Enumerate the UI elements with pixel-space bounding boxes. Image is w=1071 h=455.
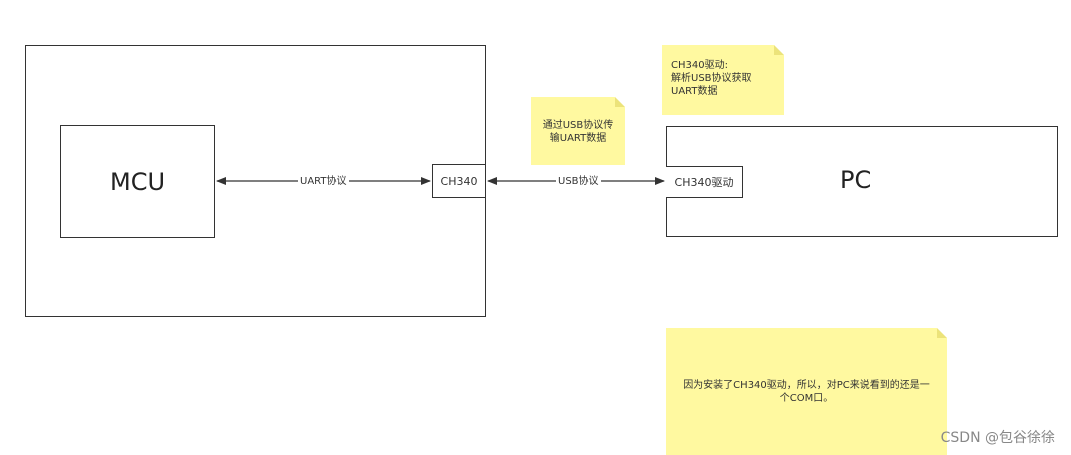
driver-note: CH340驱动: 解析USB协议获取 UART数据 <box>662 45 784 115</box>
driver-note-line: 解析USB协议获取 <box>671 73 752 84</box>
pc-label: PC <box>840 166 872 194</box>
driver-note-line: CH340驱动: <box>671 60 728 71</box>
usb-note-line: 输UART数据 <box>549 133 607 144</box>
ch340-node: CH340 <box>432 164 486 198</box>
usb-edge-label: USB协议 <box>556 176 601 188</box>
usb-note-line: 通过USB协议传 <box>542 120 614 131</box>
driver-note-line: UART数据 <box>671 86 718 97</box>
ch340-driver-label: CH340驱动 <box>674 176 734 189</box>
watermark: CSDN @包谷徐徐 <box>940 430 1055 446</box>
ch340-driver-node: CH340驱动 <box>666 166 743 198</box>
com-port-note: 因为安装了CH340驱动，所以，对PC来说看到的还是一 个COM口。 <box>666 328 947 455</box>
mcu-label: MCU <box>109 167 166 196</box>
uart-edge-label: UART协议 <box>298 176 349 188</box>
com-note-line: 个COM口。 <box>779 392 834 404</box>
ch340-label: CH340 <box>440 174 478 188</box>
mcu-node: MCU <box>60 125 215 238</box>
com-note-line: 因为安装了CH340驱动，所以，对PC来说看到的还是一 <box>683 379 930 391</box>
usb-note: 通过USB协议传 输UART数据 <box>531 97 625 165</box>
